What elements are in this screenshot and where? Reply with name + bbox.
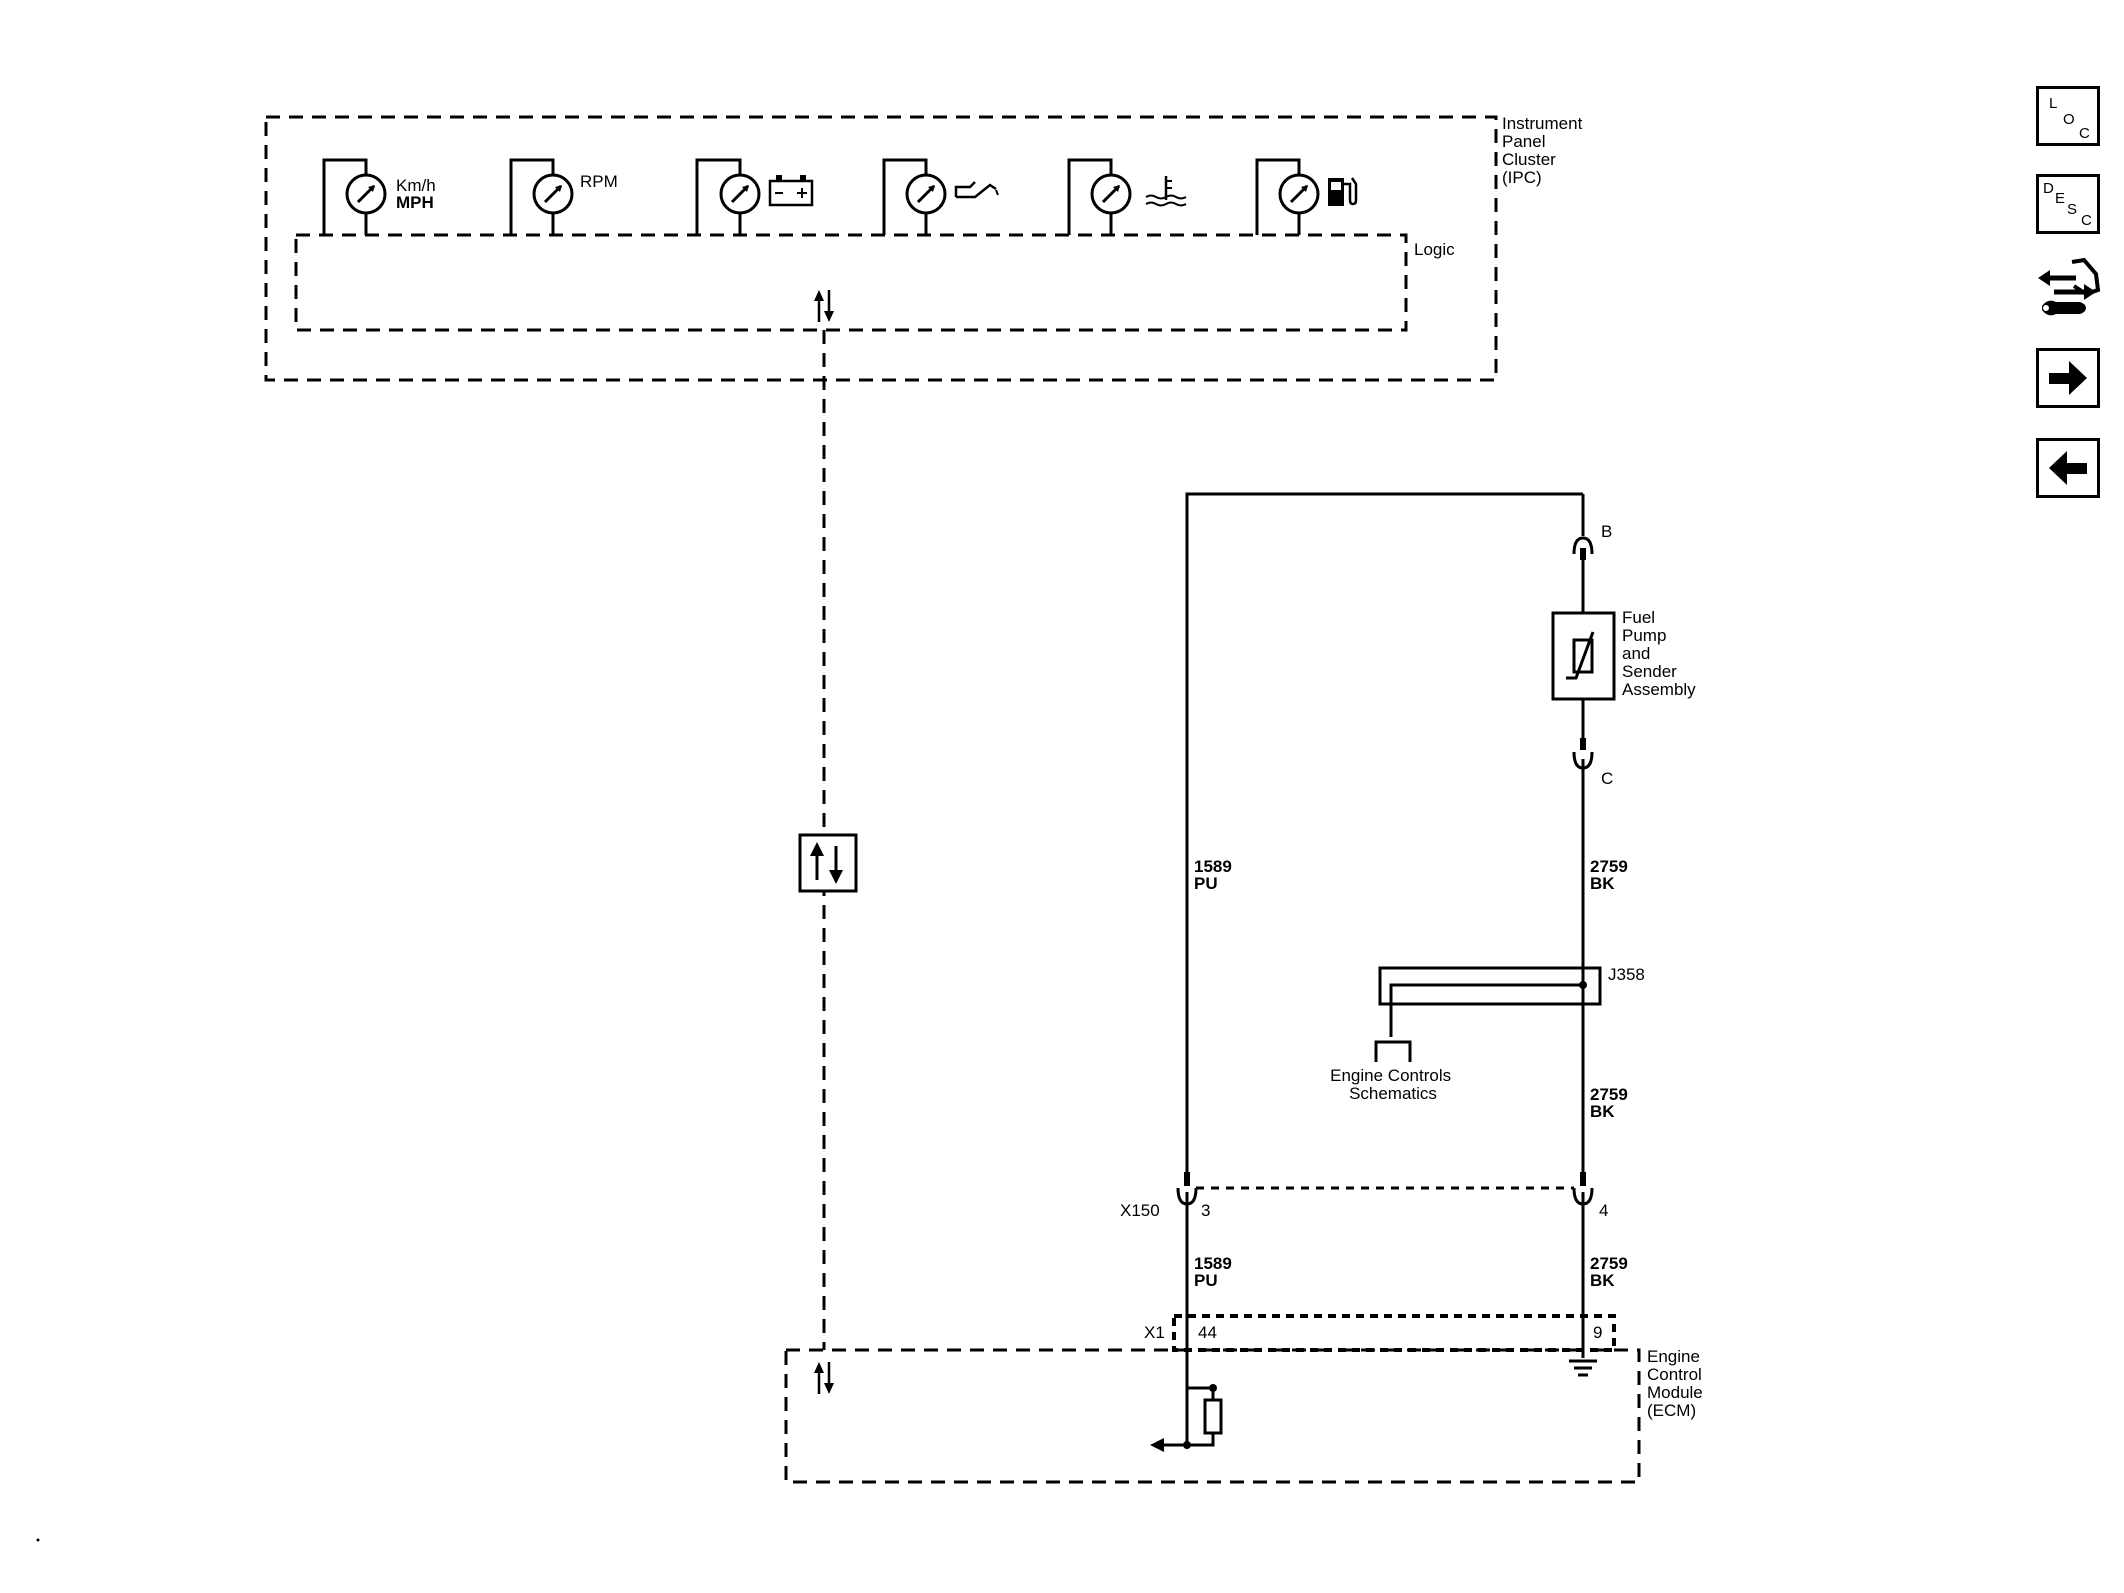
oil-pressure-gauge-icon — [882, 158, 999, 235]
ecm-boundary — [784, 1348, 1641, 1484]
arrow-left-icon — [2049, 451, 2087, 485]
wire-label: BK — [1590, 1271, 1615, 1290]
connector-c-icon — [1572, 738, 1594, 770]
wire-label: 1589 — [1194, 857, 1232, 876]
wire-label: 2759 — [1590, 1085, 1628, 1104]
arrow-right-icon — [2049, 361, 2087, 395]
x1-label: X1 — [1144, 1323, 1165, 1342]
connector-wrench-icon — [2038, 257, 2101, 316]
wire-label: 2759 — [1590, 1254, 1628, 1273]
connector-b-icon — [1572, 536, 1594, 560]
ipc-title-line: (IPC) — [1502, 168, 1542, 187]
serial-data-arrows-icon — [814, 290, 834, 322]
coolant-temperature-gauge-icon — [1067, 158, 1187, 235]
serial-data-symbol-icon — [798, 833, 858, 893]
pull-up-resistor-icon — [1150, 1384, 1223, 1452]
logic-label: Logic — [1414, 240, 1455, 259]
splice-ref-label[interactable]: Engine Controls Schematics — [1330, 1066, 1456, 1103]
gauge-label: RPM — [580, 172, 618, 191]
gauge-label: Km/h — [396, 176, 436, 195]
connector-x1-boundary — [1172, 1314, 1616, 1352]
wire-label: 2759 — [1590, 857, 1628, 876]
next-page-button[interactable] — [2036, 348, 2100, 408]
loc-letter: L — [2049, 95, 2058, 112]
ipc-boundary — [264, 115, 1498, 382]
ipc-logic-boundary — [294, 233, 1408, 332]
battery-gauge-icon — [695, 158, 814, 235]
ipc-title-line: Instrument — [1502, 114, 1583, 133]
loc-letter: O — [2063, 111, 2075, 128]
desc-letter: C — [2081, 212, 2092, 229]
previous-page-button[interactable] — [2036, 438, 2100, 498]
x150-pin-label: 3 — [1201, 1201, 1210, 1220]
loc-letter: C — [2079, 125, 2090, 142]
page-mark — [36, 1538, 40, 1542]
x1-pin-label: 44 — [1198, 1323, 1217, 1342]
ecm-serial-data-arrows-icon — [814, 1362, 834, 1394]
ipc-title-line: Cluster — [1502, 150, 1556, 169]
wire-label: PU — [1194, 874, 1218, 893]
x150-pin-label: 4 — [1599, 1201, 1608, 1220]
connector-end-view-button[interactable] — [2036, 256, 2101, 316]
desc-letter: D — [2043, 180, 2054, 197]
wire-1589 — [1185, 492, 1583, 1175]
x150-label: X150 — [1120, 1201, 1160, 1220]
location-button[interactable]: L O C — [2036, 86, 2100, 146]
ecm-title: Engine Control Module (ECM) — [1647, 1347, 1708, 1420]
ipc-title-line: Panel — [1502, 132, 1545, 151]
fuel-sender-label: Fuel Pump and Sender Assembly — [1622, 608, 1696, 699]
ipc-title: Instrument Panel Cluster (IPC) — [1502, 114, 1587, 187]
gauge-label: MPH — [396, 193, 434, 212]
speedometer-gauge-icon: Km/h MPH — [322, 158, 436, 235]
tachometer-gauge-icon: RPM — [509, 158, 618, 235]
wire-label: 1589 — [1194, 1254, 1232, 1273]
wire-label: BK — [1590, 874, 1615, 893]
splice-pack-j358-icon — [1374, 966, 1602, 1062]
connector-x150-icon — [1176, 1172, 1594, 1206]
desc-letter: E — [2055, 190, 2066, 207]
x1-pin-label: 9 — [1593, 1323, 1602, 1342]
fuel-gauge-icon — [1255, 158, 1358, 235]
terminal-b-label: B — [1601, 522, 1612, 541]
wire-label: PU — [1194, 1271, 1218, 1290]
splice-id-label: J358 — [1608, 965, 1645, 984]
description-button[interactable]: D E S C — [2036, 174, 2100, 234]
fuel-sender-variable-resistor-icon — [1551, 611, 1616, 701]
desc-letter: S — [2067, 201, 2078, 218]
terminal-c-label: C — [1601, 769, 1613, 788]
wire-label: BK — [1590, 1102, 1615, 1121]
ground-icon — [1569, 1359, 1597, 1377]
